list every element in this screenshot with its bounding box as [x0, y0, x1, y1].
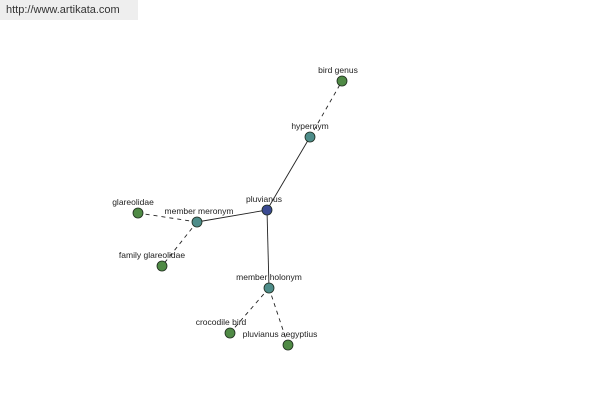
node-pluvianus-aegyptius[interactable]: pluvianus aegyptius — [243, 329, 318, 351]
edge-member-meronym-to-family-glareolidae — [161, 221, 198, 267]
node-label-member-meronym[interactable]: member meronym — [165, 206, 234, 216]
edge-hypernym-to-bird-genus — [309, 80, 343, 138]
node-dot-pluvianus-aegyptius[interactable] — [282, 339, 294, 351]
edge-pluvianus-to-hypernym — [266, 136, 311, 211]
node-label-glareolidae[interactable]: glareolidae — [112, 197, 154, 207]
edge-member-holonym-to-pluvianus-aegyptius — [268, 287, 289, 346]
node-dot-member-holonym[interactable] — [263, 282, 275, 294]
node-glareolidae[interactable]: glareolidae — [112, 197, 154, 219]
node-label-pluvianus[interactable]: pluvianus — [246, 194, 282, 204]
edge-member-meronym-to-glareolidae — [137, 212, 198, 223]
node-label-pluvianus-aegyptius[interactable]: pluvianus aegyptius — [243, 329, 318, 339]
graph-nodes: pluvianus hypernym bird genus member merony… — [112, 65, 358, 351]
node-label-family-glareolidae[interactable]: family glareolidae — [119, 250, 185, 260]
edge-pluvianus-to-member-meronym — [196, 209, 268, 223]
node-label-bird-genus[interactable]: bird genus — [318, 65, 358, 75]
node-label-hypernym[interactable]: hypernym — [291, 121, 328, 131]
node-dot-crocodile-bird[interactable] — [224, 327, 236, 339]
source-url[interactable]: http://www.artikata.com — [0, 0, 138, 20]
node-dot-pluvianus[interactable] — [261, 204, 273, 216]
node-dot-bird-genus[interactable] — [336, 75, 348, 87]
node-pluvianus[interactable]: pluvianus — [246, 194, 282, 216]
node-hypernym[interactable]: hypernym — [291, 121, 329, 143]
node-family-glareolidae[interactable]: family glareolidae — [119, 250, 185, 272]
node-dot-hypernym[interactable] — [304, 131, 316, 143]
node-dot-glareolidae[interactable] — [132, 207, 144, 219]
node-label-crocodile-bird[interactable]: crocodile bird — [196, 317, 247, 327]
node-member-holonym[interactable]: member holonym — [236, 272, 302, 294]
node-dot-member-meronym[interactable] — [191, 216, 203, 228]
node-bird-genus[interactable]: bird genus — [318, 65, 358, 87]
node-crocodile-bird[interactable]: crocodile bird — [196, 317, 247, 339]
node-member-meronym[interactable]: member meronym — [165, 206, 234, 228]
node-dot-family-glareolidae[interactable] — [156, 260, 168, 272]
graph-edges — [137, 80, 343, 346]
edge-pluvianus-to-member-holonym — [266, 209, 270, 289]
node-label-member-holonym[interactable]: member holonym — [236, 272, 302, 282]
edge-member-holonym-to-crocodile-bird — [229, 287, 270, 334]
